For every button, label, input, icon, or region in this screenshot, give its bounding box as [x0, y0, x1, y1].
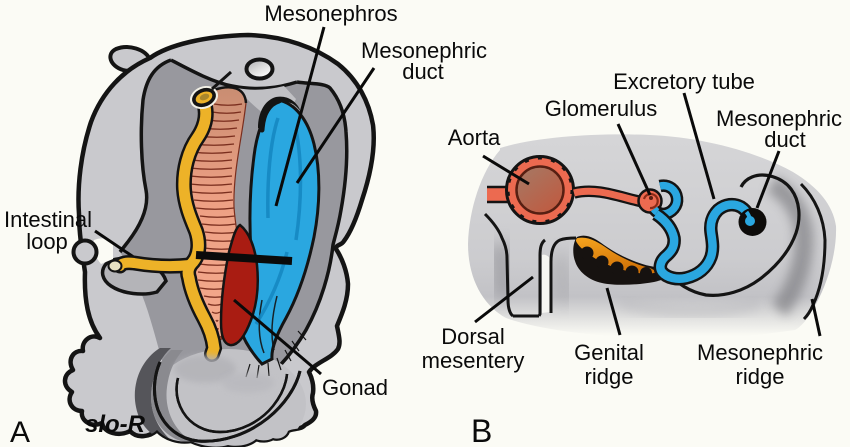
svg-text:mesentery: mesentery — [422, 348, 525, 373]
svg-text:duct: duct — [402, 59, 444, 84]
svg-text:duct: duct — [764, 127, 806, 152]
svg-text:loop: loop — [26, 229, 68, 254]
svg-text:Gonad: Gonad — [322, 375, 388, 400]
svg-text:Aorta: Aorta — [448, 125, 501, 150]
svg-text:Mesonephric: Mesonephric — [697, 340, 823, 365]
svg-text:B: B — [471, 413, 492, 447]
svg-text:Mesonephros: Mesonephros — [264, 1, 397, 26]
svg-text:Excretory tube: Excretory tube — [613, 69, 755, 94]
svg-text:Genital: Genital — [574, 340, 644, 365]
svg-text:Mesonephric: Mesonephric — [716, 106, 842, 131]
svg-text:ridge: ridge — [585, 364, 634, 389]
svg-text:Dorsal: Dorsal — [441, 324, 505, 349]
svg-text:slo-R: slo-R — [85, 411, 146, 438]
svg-text:ridge: ridge — [736, 364, 785, 389]
svg-text:A: A — [10, 416, 30, 447]
svg-text:Mesonephric: Mesonephric — [361, 38, 487, 63]
svg-text:Glomerulus: Glomerulus — [545, 96, 657, 121]
svg-text:Intestinal: Intestinal — [4, 207, 92, 232]
